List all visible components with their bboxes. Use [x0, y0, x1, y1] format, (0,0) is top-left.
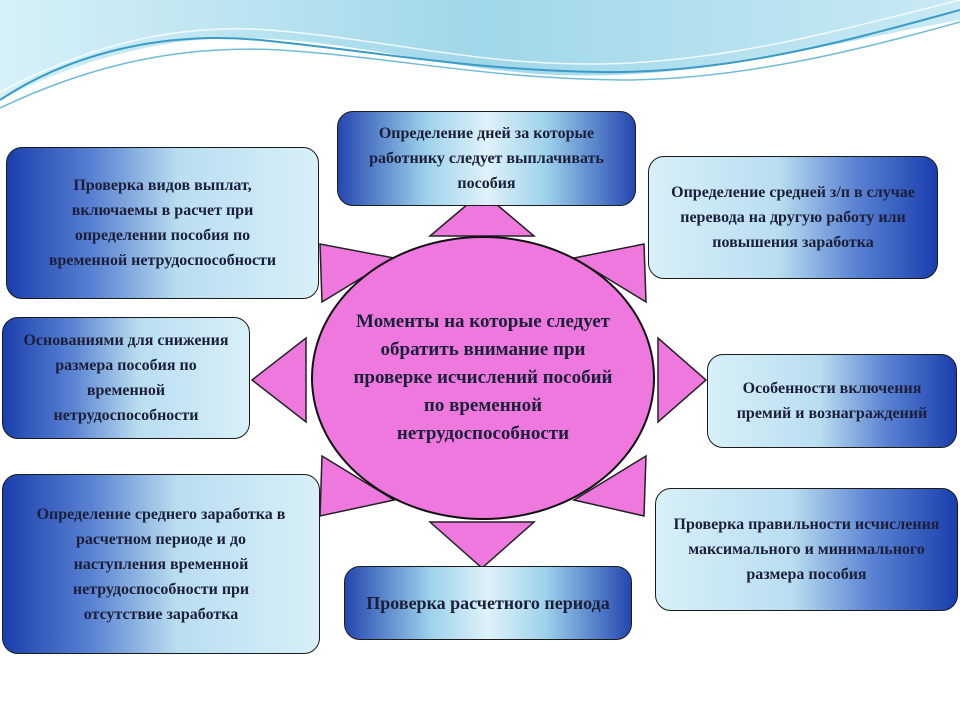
box-top-right: Определение средней з/п в случае перевод…: [648, 156, 938, 279]
center-ellipse: Моменты на которые следует обратить вним…: [311, 236, 655, 520]
arrow-bottom-left: [319, 454, 396, 517]
center-text: Моменты на которые следует обратить вним…: [353, 311, 613, 444]
box-bottom-left-text: Определение среднего заработка в расчетн…: [36, 505, 286, 623]
box-top-left: Проверка видов выплат, включаемы в расче…: [6, 147, 319, 299]
box-top: Определение дней за которые работнику сл…: [337, 111, 636, 206]
arrow-right: [657, 336, 708, 424]
box-left: Основаниями для снижения размера пособия…: [2, 317, 250, 439]
box-bottom: Проверка расчетного периода: [344, 566, 632, 640]
box-left-text: Основаниями для снижения размера пособия…: [23, 332, 229, 424]
box-bottom-right: Проверка правильности исчисления максима…: [655, 488, 958, 611]
box-bottom-text: Проверка расчетного периода: [366, 592, 610, 613]
arrow-bottom: [428, 521, 536, 570]
arrow-left: [250, 336, 307, 424]
arrow-bottom-right: [572, 454, 647, 517]
wave-decoration: [0, 0, 960, 109]
box-right: Особенности включения премий и вознаграж…: [707, 354, 957, 448]
box-top-text: Определение дней за которые работнику сл…: [369, 125, 604, 192]
arrow-top-right: [571, 243, 647, 304]
box-bottom-left: Определение среднего заработка в расчетн…: [2, 474, 320, 654]
box-top-left-text: Проверка видов выплат, включаемы в расче…: [48, 177, 277, 269]
box-top-right-text: Определение средней з/п в случае перевод…: [671, 184, 915, 251]
box-right-text: Особенности включения премий и вознаграж…: [736, 380, 928, 422]
box-bottom-right-text: Проверка правильности исчисления максима…: [673, 516, 940, 583]
